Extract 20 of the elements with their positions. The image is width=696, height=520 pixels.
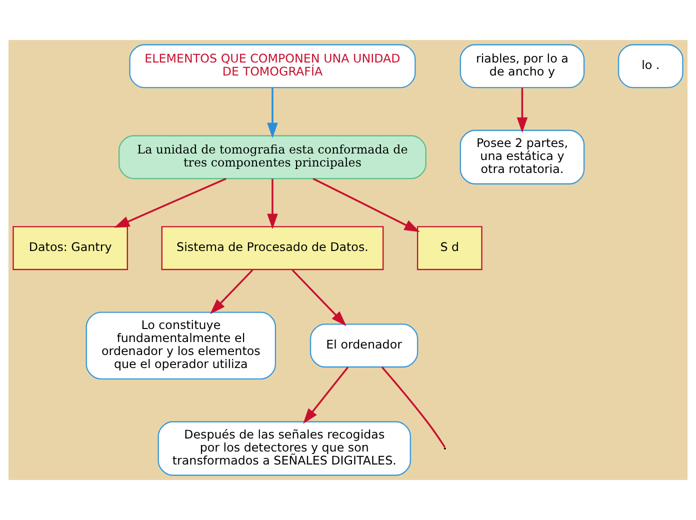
node-box: Lo constituye fundamentalmente el ordenador y los elementos que el operador utiliza [86,312,276,380]
node-box: riables, por lo a de ancho y [460,44,585,88]
arrow [303,366,349,424]
node-box: ELEMENTOS QUE COMPONEN UNA UNIDAD DE TOMOGRAFÍA [129,44,416,88]
arrow [267,88,278,138]
arrow [292,269,346,326]
arrow [114,178,226,228]
node-box: La unidad de tomografia esta conformada de tres componentes principales [118,135,426,180]
connector [381,366,446,448]
arrow [267,178,278,230]
node-box: Datos: Gantry [12,226,128,270]
node-box: Después de las señales recogidas por los detectores y que son transformados a SEÑALES DIGITALES. [158,421,412,476]
arrow [516,88,528,133]
arrow [312,178,420,232]
node-box: Posee 2 partes, una estática y otra rotatoria. [460,130,585,184]
node-box: lo . [618,44,684,88]
node-box: El ordenador [310,324,418,368]
arrow [210,269,254,314]
node-box: S d [416,226,482,270]
node-box: Sistema de Procesado de Datos. [161,226,384,270]
